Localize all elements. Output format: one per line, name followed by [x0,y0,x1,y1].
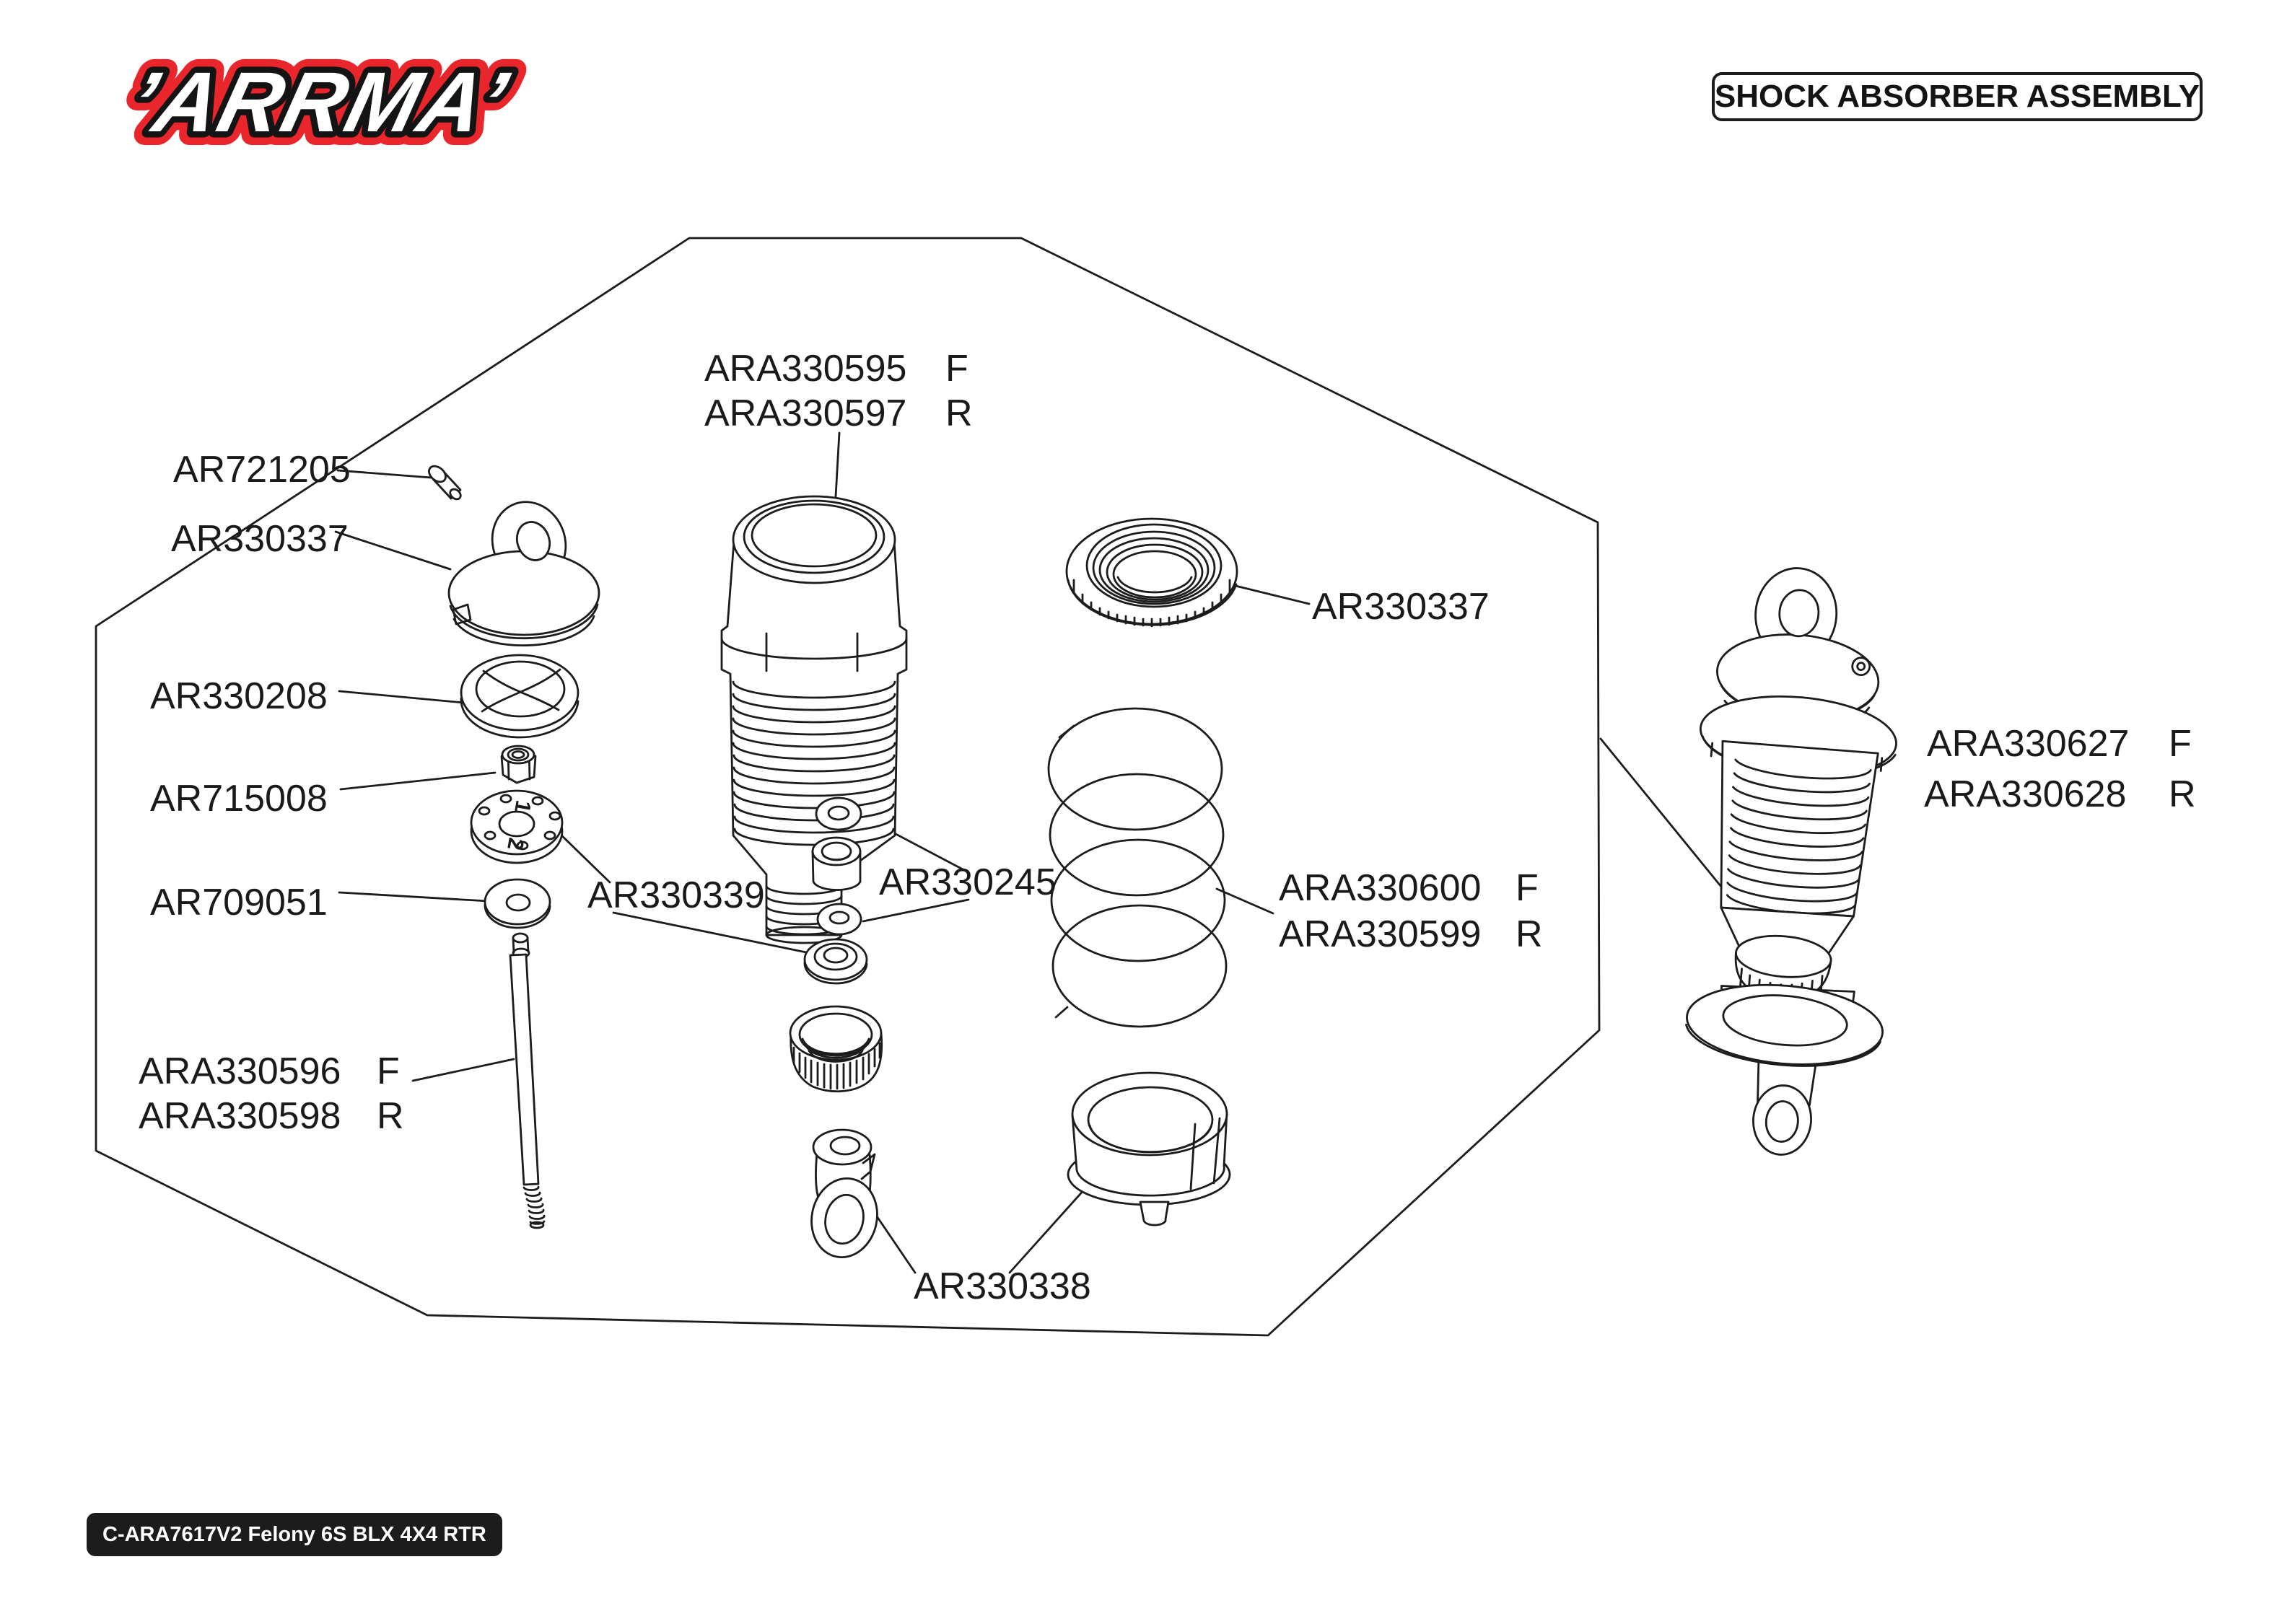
oring-bottom-drawing [816,903,862,936]
spring-collar-drawing [1065,517,1238,628]
arrma-logo: ’ARRMA’ ’ARRMA’ ’ARRMA’ [106,42,532,164]
label-shaft-front: ARA330596 [139,1050,341,1092]
arrma-logo-black-outline: ’ARRMA’ [120,56,518,150]
leader-cap-screw [336,469,432,479]
label-rod-end-set: AR330338 [914,1265,1091,1307]
shock-cap-drawing [447,501,600,647]
label-spring-front-pos: F [1516,867,1539,909]
label-assembled-front-pos: F [2169,723,2192,765]
rod-end-drawing [810,1128,878,1259]
model-code-box: C-ARA7617V2 Felony 6S BLX 4X4 RTR [87,1513,502,1556]
piston-drawing: 1 2 [470,789,564,864]
leader-lines [334,431,1732,1274]
label-body-front: ARA330595 [704,348,906,390]
piston-mark-2: 2 [502,836,528,852]
label-assembled-rear: ARA330628 [1924,773,2126,815]
part-labels: AR721205 AR330337 AR330208 AR715008 AR70… [139,348,2196,1307]
spring-retainer-drawing [460,654,580,739]
label-spring-retainer: AR330208 [150,675,328,717]
leader-lock-nut [339,771,497,791]
spring-cup-drawing [1067,1071,1231,1226]
arrma-logo-red-outline: ’ARRMA’ [120,56,518,150]
piston-mark-1: 1 [510,799,535,815]
leader-shaft [411,1058,515,1082]
label-lock-nut: AR715008 [150,778,328,820]
leader-piston-b [612,911,808,954]
shock-body-drawing [720,495,908,944]
leader-spring [1215,887,1274,915]
label-shock-cap: AR330337 [171,518,349,560]
label-spring-rear-pos: R [1516,913,1543,955]
lock-nut-drawing [500,745,537,784]
label-body-rear: ARA330597 [704,392,906,434]
label-cap-screw: AR721205 [173,449,351,491]
page-title-box: SHOCK ABSORBER ASSEMBLY [1712,72,2203,121]
label-piston-set: AR330339 [587,874,765,916]
label-spring-collar: AR330337 [1312,586,1490,628]
leader-body [834,431,841,498]
label-oring-set: AR330245 [879,861,1057,903]
leader-collar [1234,584,1311,605]
label-shaft-front-pos: F [377,1050,400,1092]
shock-shaft-drawing [509,932,546,1229]
label-body-front-pos: F [945,348,968,390]
label-body-rear-pos: R [945,392,973,434]
leader-assembled-shock [1599,737,1732,900]
leader-spring-cup [1008,1180,1093,1274]
diagram-outline-octagon [95,237,1601,1337]
label-assembled-front: ARA330627 [1927,723,2129,765]
coil-spring-drawing [1047,707,1228,1028]
model-code: C-ARA7617V2 Felony 6S BLX 4X4 RTR [102,1522,486,1546]
cap-screw-drawing [428,465,462,501]
label-assembled-rear-pos: R [2169,773,2196,815]
arrma-logo-text: ’ARRMA’ [120,56,518,150]
bushing-nut-drawing [789,1005,883,1093]
spacer-drawing [811,836,862,891]
leader-shock-cap [334,530,452,571]
label-shaft-rear-pos: R [377,1095,404,1137]
label-spring-front: ARA330600 [1279,867,1481,909]
label-spring-rear: ARA330599 [1279,913,1481,955]
oring-top-drawing [815,796,862,831]
page-title: SHOCK ABSORBER ASSEMBLY [1714,79,2200,114]
label-washer: AR709051 [150,882,328,923]
leader-washer [338,891,489,903]
washer-drawing [484,878,551,929]
leader-piston-a [556,830,611,884]
label-shaft-rear: ARA330598 [139,1095,341,1137]
leader-retainer [338,690,465,704]
leader-oring-b [862,898,970,923]
seal-cap-drawing [803,938,868,985]
assembled-shock-drawing [1685,567,1897,1156]
